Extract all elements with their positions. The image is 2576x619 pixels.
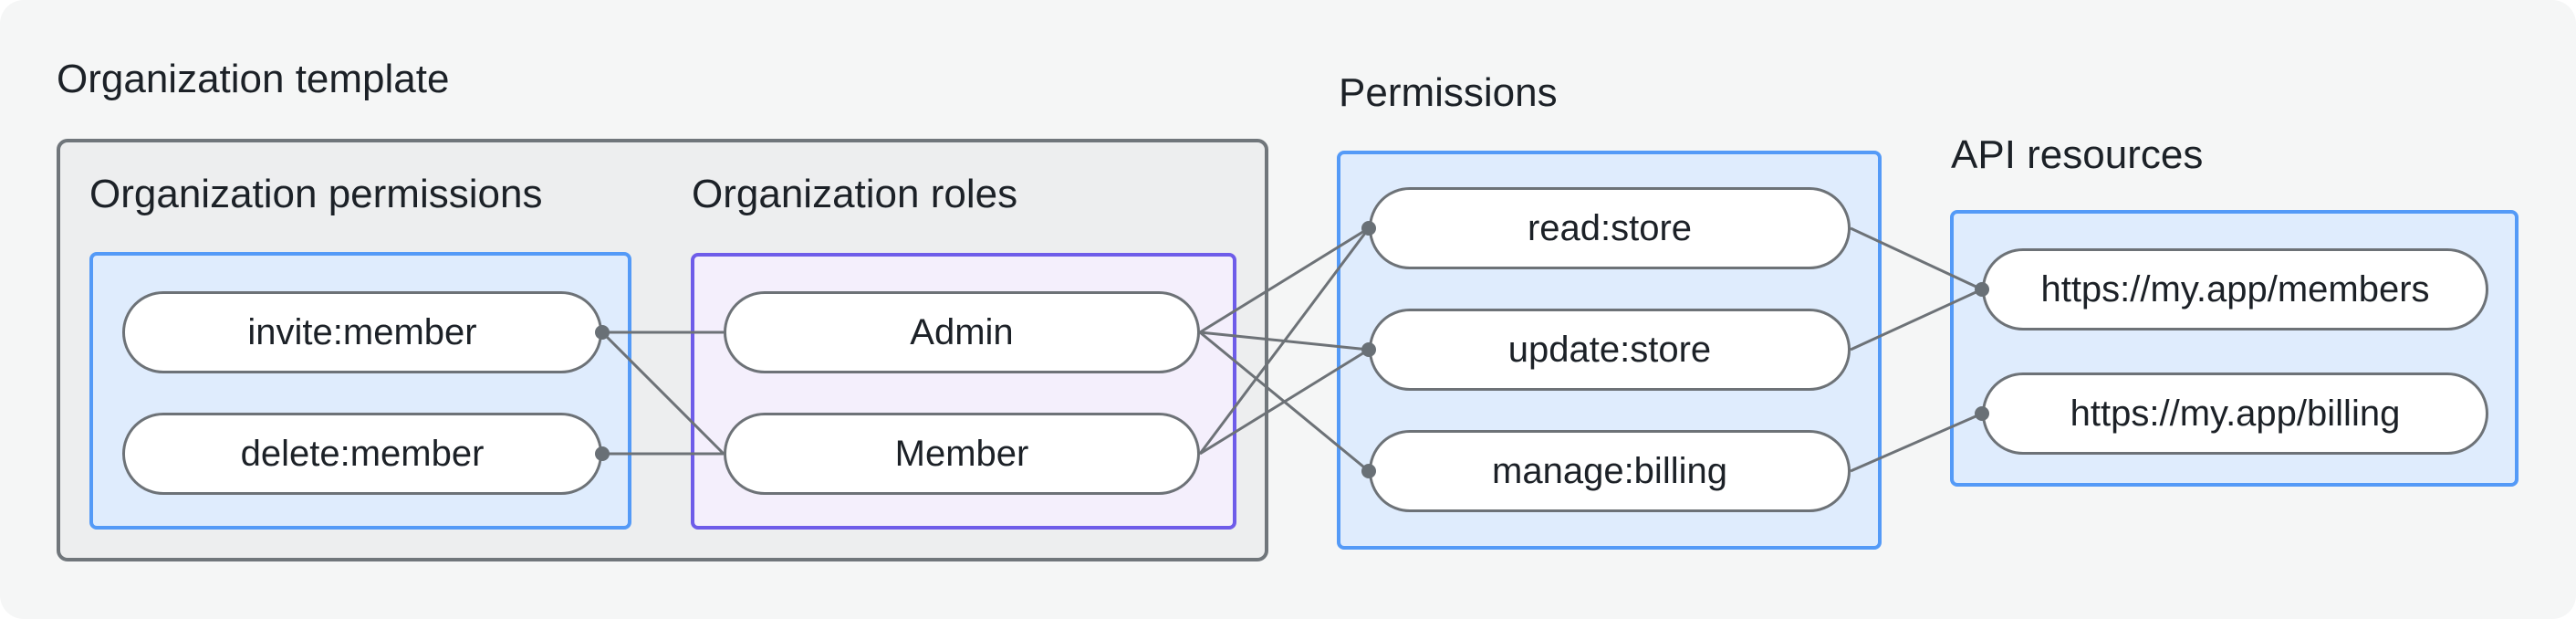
node-members-resource-label: https://my.app/members [2040,269,2430,310]
node-delete-member-label: delete:member [240,434,485,474]
node-members-resource: https://my.app/members [1982,248,2488,330]
org-permissions-label: Organization permissions [89,172,543,216]
org-template-box: Organization permissions Organization ro… [57,139,1268,561]
org-permissions-box: invite:member delete:member [89,252,631,530]
node-delete-member: delete:member [122,413,602,495]
node-read-store-label: read:store [1527,208,1693,248]
node-billing-resource: https://my.app/billing [1982,372,2488,455]
node-billing-resource-label: https://my.app/billing [2070,393,2401,434]
node-manage-billing: manage:billing [1369,430,1851,512]
node-member: Member [724,413,1200,495]
org-template-label: Organization template [57,57,450,101]
node-invite-member-label: invite:member [247,312,477,352]
permissions-label: Permissions [1339,70,1558,115]
permissions-box: read:store update:store manage:billing [1337,151,1882,550]
node-admin: Admin [724,291,1200,373]
node-update-store-label: update:store [1507,330,1712,370]
node-member-label: Member [894,434,1029,474]
org-roles-box: Admin Member [691,253,1236,530]
node-manage-billing-label: manage:billing [1492,451,1727,491]
org-roles-label: Organization roles [692,172,1018,216]
api-resources-box: https://my.app/members https://my.app/bi… [1950,210,2519,487]
node-read-store: read:store [1369,187,1851,269]
node-admin-label: Admin [910,312,1014,352]
api-resources-label: API resources [1951,132,2204,177]
node-invite-member: invite:member [122,291,602,373]
node-update-store: update:store [1369,309,1851,391]
